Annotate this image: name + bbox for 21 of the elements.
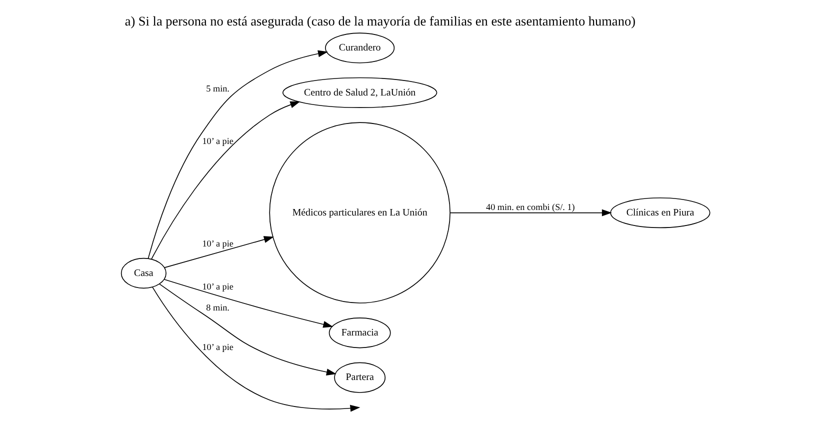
arrow [163,278,333,328]
node-ellipse: Farmacia [328,318,390,348]
arrow [158,284,336,376]
node-ellipse: Clínicas en Piura [610,197,710,228]
arrow [449,209,612,216]
arrow [164,236,274,268]
arrow [147,50,328,259]
edge-label: 5 min. [206,84,229,94]
edge-label: 10’ a pie [202,282,233,292]
edge-label: 8 min. [206,302,229,312]
edge-label: 40 min. en combi (S/. 1) [486,202,574,212]
edge-label: 10’ a pie [202,136,233,146]
node-ellipse: Curandero [324,32,394,64]
arrow [152,286,360,412]
diagram-title: a) Si la persona no está asegurada (caso de la mayoría de familias en este asentamiento humano) [124,13,635,28]
node-ellipse: Casa [120,258,166,289]
arrow [150,101,300,260]
edge-label: 10’ a pie [202,238,233,249]
node-circle: Médicos particulares en La Unión [268,122,450,304]
node-ellipse: Partera [334,362,386,393]
edge-label: 10’ a pie [202,342,233,352]
